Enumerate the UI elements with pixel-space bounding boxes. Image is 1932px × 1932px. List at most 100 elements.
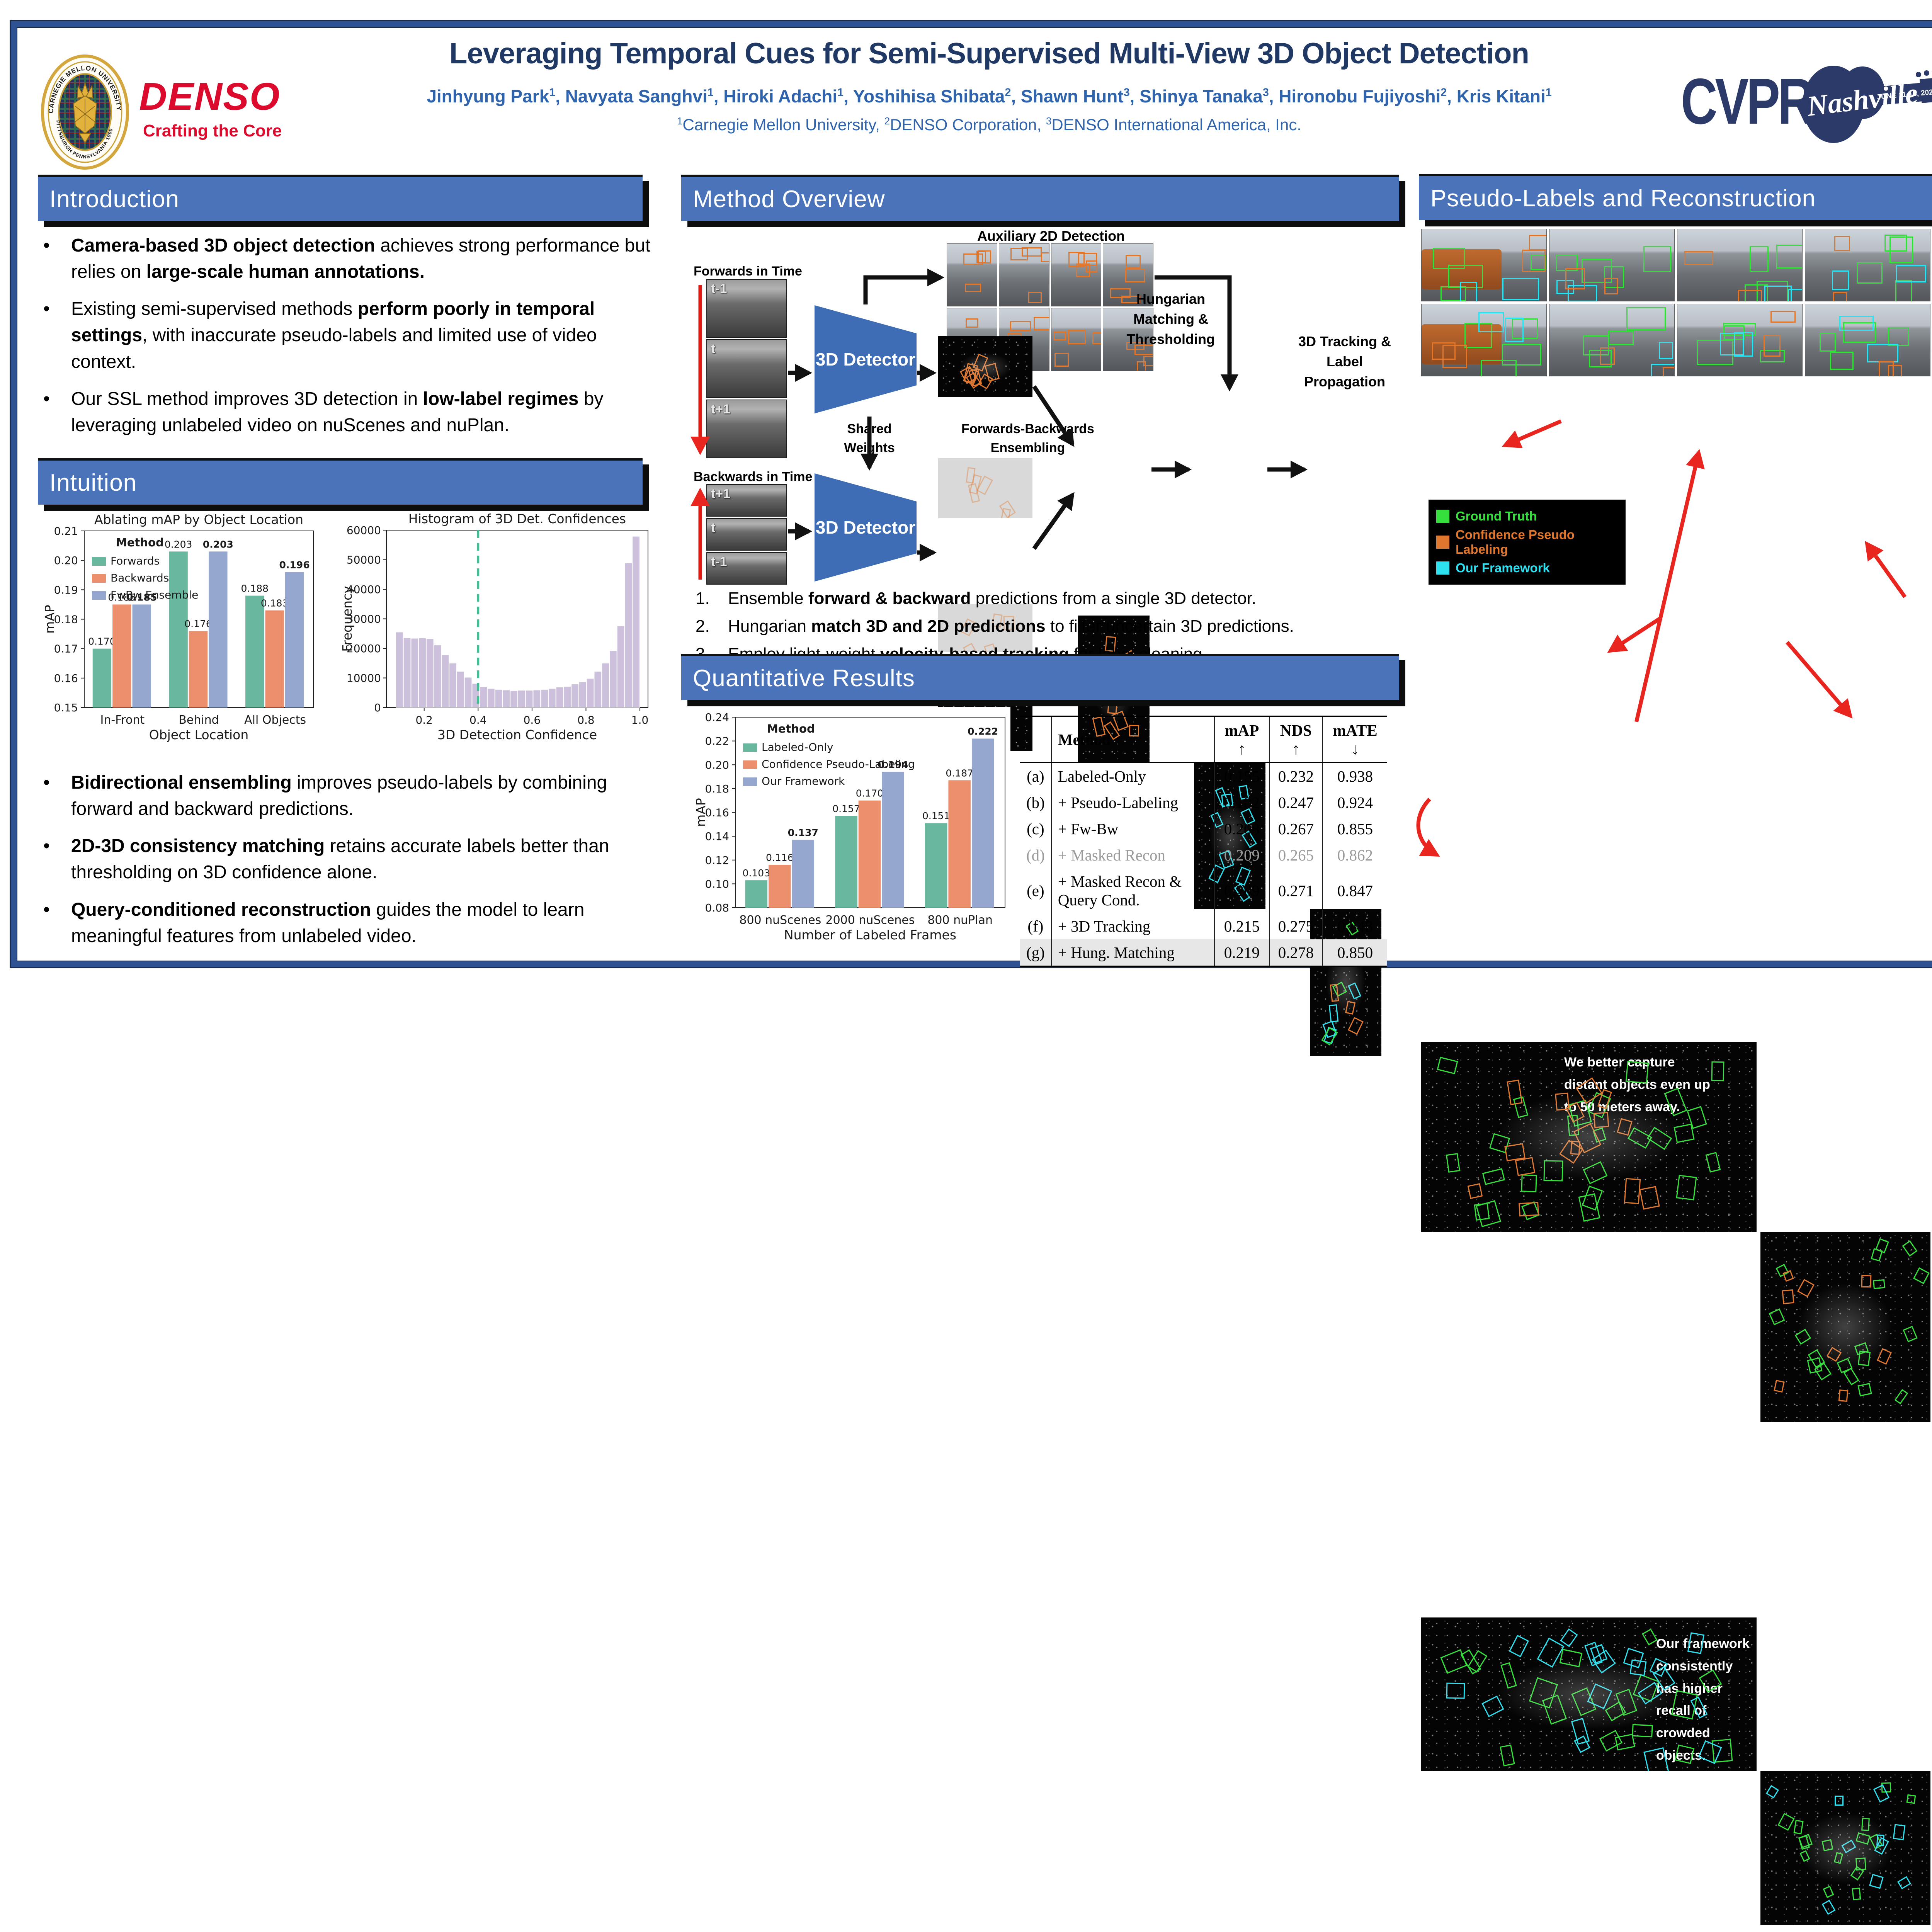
detection-box [1820,332,1836,352]
detection-box [1833,1852,1844,1864]
2d-detection-box [1092,332,1101,345]
svg-text:FwBw Ensemble: FwBw Ensemble [111,588,198,601]
table-cell: 0.247 [1269,789,1323,816]
detection-box [1643,246,1671,272]
detection-box [1345,1001,1355,1015]
2d-detection-box [1137,361,1146,371]
detection-box [1773,1380,1785,1393]
3d-detector-label: 3D Detector [815,517,916,537]
detection-box [1520,1174,1537,1193]
svg-text:0.22: 0.22 [705,735,729,748]
detection-box [1902,1240,1918,1257]
2d-detection-box [1076,264,1090,277]
text-segment: retains accurate labels better than thre… [71,836,609,883]
2d-detection-box [1041,252,1049,262]
2d-detection-box [1078,253,1097,266]
bullet-marker: • [43,235,50,256]
detection-box [1843,322,1876,343]
svg-text:0.170: 0.170 [856,788,884,799]
detection-box [1850,1866,1864,1881]
detection-box [1832,270,1849,291]
frame-time-label: t+1 [711,402,731,417]
detection-box [1797,1279,1815,1298]
2d-detection-box [1068,330,1086,344]
table-cell: 0.209 [1214,842,1269,868]
detection-box [1512,318,1538,339]
detection-box [1582,259,1612,283]
text-segment: achieves strong performance but relies o… [71,235,651,282]
2d-detection-box [1054,353,1069,367]
method-flow-arrows [788,269,1308,561]
svg-text:0.4: 0.4 [469,714,487,726]
svg-text:0.176: 0.176 [184,618,212,629]
detection-box [1481,359,1517,376]
svg-text:40000: 40000 [347,583,381,596]
svg-text:0.16: 0.16 [54,672,78,685]
table-cell: (f) [1027,917,1044,935]
detection-box [1861,1818,1870,1831]
detection-box [1894,1389,1908,1405]
aux-2d-camera-view [947,243,997,306]
svg-text:50000: 50000 [347,554,381,566]
detection-box [1475,1200,1501,1228]
svg-text:0.8: 0.8 [577,714,595,726]
detection-box [1763,335,1781,357]
bullet-text: Existing semi-supervised methods perform… [71,296,654,375]
svg-text:0.08: 0.08 [705,901,729,914]
svg-text:Method: Method [767,722,815,735]
detection-box [1893,1824,1905,1840]
detection-box [1519,1202,1539,1217]
2d-detection-box [1053,331,1066,340]
legend-label: Our Framework [1456,561,1550,575]
detection-box [1568,1099,1592,1127]
detection-box [1583,1161,1608,1184]
table-cell: + Pseudo-Labeling [1051,789,1215,816]
detection-box [1639,1186,1660,1210]
detection-box [1788,289,1802,301]
detection-box [1782,1289,1794,1304]
detection-box [1626,307,1666,330]
svg-text:1.0: 1.0 [631,714,649,726]
svg-text:0.16: 0.16 [705,806,729,819]
detection-box [1446,1682,1465,1699]
camera-view [1805,229,1930,301]
text-segment: predictions from a single 3D detector. [971,589,1257,608]
author-name: Shawn Hunt3, [1020,86,1140,106]
detection-box [1888,327,1909,346]
svg-text:0.185: 0.185 [126,592,157,603]
text-segment: low-label regimes [423,388,579,409]
bev-comparison-right-1 [1760,1232,1930,1422]
svg-text:0.151: 0.151 [922,810,950,821]
2d-detection-box [966,318,979,328]
svg-text:0.187: 0.187 [946,767,973,779]
table-cell: (c) [1027,820,1044,838]
denso-logo: DENSO Crafting the Core [139,77,317,141]
cvpr-logo: CVPR Nashville JUNE 11-15, 2025 [1681,44,1932,156]
svg-text:0.15: 0.15 [54,701,78,714]
table-cell: (a) [1027,767,1044,785]
bullet-item: •2D-3D consistency matching retains accu… [43,833,654,886]
detection-box [1624,1178,1641,1204]
detection-box [1537,1638,1565,1668]
bullet-item: •Bidirectional ensembling improves pseud… [43,770,654,822]
svg-text:Behind: Behind [179,713,219,727]
detection-box [1646,1127,1672,1150]
detection-box [1653,1666,1675,1691]
svg-text:3D Detection Confidence: 3D Detection Confidence [437,727,597,742]
legend-swatch [1436,561,1449,575]
detection-box [1605,1701,1626,1721]
svg-text:0.12: 0.12 [705,854,729,867]
2d-detection-box [1068,252,1085,267]
svg-text:800 nuScenes: 800 nuScenes [739,913,821,927]
detection-box [1509,1635,1529,1658]
detection-box [1874,1837,1889,1855]
authors-line: Jinhyung Park1, Navyata Sanghvi1, Hiroki… [301,86,1677,107]
detection-box [1649,1658,1668,1677]
2d-detection-box [1010,321,1031,331]
bullet-item: •Camera-based 3D object detection achiev… [43,233,654,285]
text-segment: Our SSL method improves 3D detection in [71,388,423,409]
